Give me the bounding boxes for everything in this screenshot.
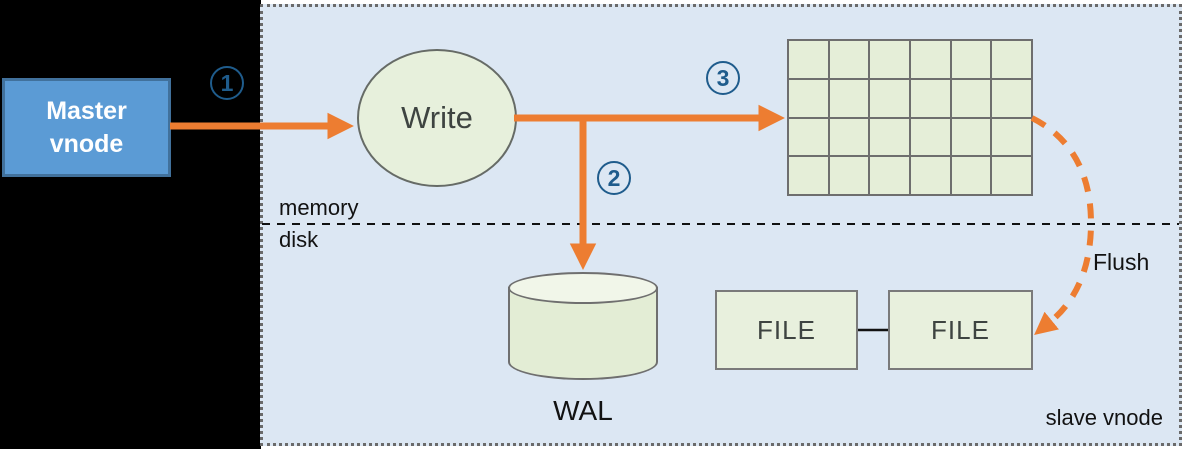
memory-table-cell: [870, 41, 909, 78]
flush-label: Flush: [1093, 249, 1150, 275]
step-1-number: 1: [220, 69, 234, 96]
wal-cylinder-top: [508, 272, 658, 304]
memory-table-cell: [992, 79, 1031, 117]
write-node-label: Write: [401, 100, 473, 135]
step-2-badge: 2: [597, 161, 631, 195]
memory-table-cell: [789, 157, 828, 194]
step-1-badge: 1: [210, 66, 244, 100]
memory-table-cell: [911, 79, 950, 117]
memory-table-cell: [911, 157, 950, 194]
step-3-badge: 3: [706, 61, 740, 95]
memory-table-cell: [789, 41, 828, 78]
step-2-number: 2: [607, 164, 621, 191]
memory-table-cell: [951, 79, 991, 117]
memory-table-cell: [870, 118, 909, 156]
master-vnode-label: Master vnode: [46, 97, 127, 158]
step-3-number: 3: [716, 64, 730, 91]
memory-table-cell: [829, 157, 869, 194]
memory-table-cell: [829, 41, 869, 78]
memory-label: memory: [279, 195, 359, 220]
memory-table-cell: [911, 41, 950, 78]
memory-table-cell: [870, 157, 909, 194]
memory-table-cell: [951, 118, 991, 156]
memory-table-cell: [951, 157, 991, 194]
memory-table-cell: [992, 41, 1031, 78]
file-2-label: FILE: [931, 314, 990, 345]
memory-table-cell: [870, 79, 909, 117]
master-vnode-box: Master vnode: [2, 78, 171, 177]
file-1-label: FILE: [757, 314, 816, 345]
memory-table-cell: [951, 41, 991, 78]
file-box-1: FILE: [715, 290, 858, 370]
disk-label: disk: [279, 227, 319, 252]
slave-vnode-label: slave vnode: [1045, 405, 1163, 430]
memory-table-cell: [789, 118, 828, 156]
memory-table-cell: [992, 157, 1031, 194]
memory-table-cell: [789, 79, 828, 117]
memory-table-cell: [911, 118, 950, 156]
file-box-2: FILE: [888, 290, 1033, 370]
memory-table-cell: [829, 79, 869, 117]
memory-table-cell: [992, 118, 1031, 156]
write-node: Write: [357, 49, 517, 187]
memory-table: [787, 39, 1033, 196]
memory-table-cell: [829, 118, 869, 156]
wal-label: WAL: [553, 395, 613, 426]
